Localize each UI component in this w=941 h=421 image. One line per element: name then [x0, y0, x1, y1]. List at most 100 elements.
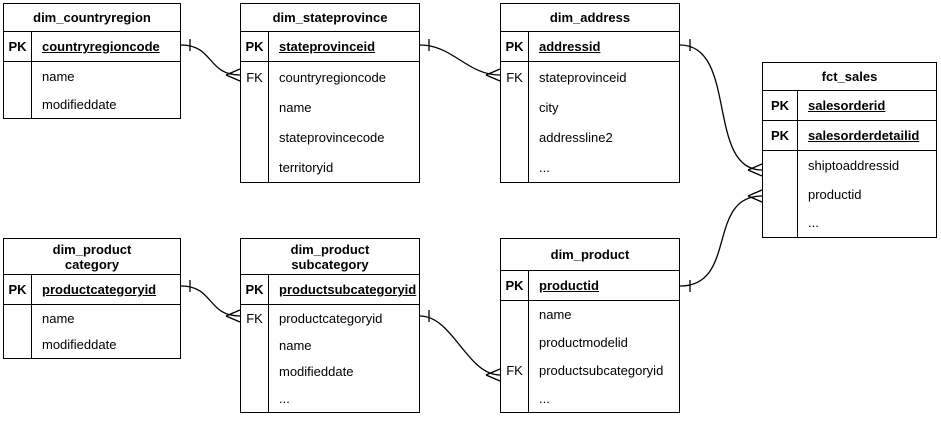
key-label: PK	[4, 275, 32, 304]
key-label	[501, 92, 529, 122]
entity-dim-address[interactable]: dim_address PK addressid FK stateprovinc…	[500, 3, 680, 183]
key-label: PK	[763, 91, 798, 120]
attr-row: addressline2	[501, 122, 679, 152]
key-label	[501, 328, 529, 357]
attr-field: stateprovincecode	[279, 129, 385, 145]
attr-row: productmodelid	[501, 328, 679, 357]
entity-dim-countryregion[interactable]: dim_countryregion PK countryregioncode n…	[3, 3, 181, 119]
attr-row: ...	[241, 385, 419, 412]
attr-row: modifieddate	[4, 90, 180, 118]
key-label	[241, 358, 269, 386]
attr-field: productmodelid	[539, 335, 628, 351]
key-label: PK	[763, 121, 798, 150]
attr-field: territoryid	[279, 159, 334, 175]
pk-row: PK addressid	[501, 32, 679, 62]
cardinality-many-crowfoot	[225, 309, 241, 323]
key-label	[241, 385, 269, 412]
entity-title: dim_product	[501, 239, 679, 271]
connector-address-fctsales[interactable]	[679, 39, 763, 177]
key-label: FK	[241, 62, 269, 92]
attr-field: city	[539, 99, 559, 115]
attr-row: ...	[501, 152, 679, 182]
attr-field: name	[42, 68, 75, 84]
attr-row: productid	[763, 179, 936, 209]
attr-field: modifieddate	[42, 96, 117, 112]
attr-row: FK productsubcategoryid	[501, 356, 679, 385]
connector-productsubcategory-product[interactable]	[419, 310, 501, 382]
attr-field: ...	[808, 215, 819, 231]
pk-row: PK salesorderid	[763, 91, 936, 121]
key-label	[241, 122, 269, 152]
attr-field: countryregioncode	[279, 69, 386, 85]
key-label: FK	[241, 305, 269, 332]
connector-product-fctsales[interactable]	[679, 189, 763, 292]
pk-row: PK productcategoryid	[4, 275, 180, 305]
attr-row: FK countryregioncode	[241, 62, 419, 92]
key-label: PK	[501, 271, 529, 300]
attr-field: stateprovinceid	[539, 69, 627, 85]
attr-field: modifieddate	[42, 337, 117, 353]
attr-row: FK productcategoryid	[241, 305, 419, 332]
connector-productcategory-productsubcategory[interactable]	[180, 280, 241, 323]
cardinality-many-crowfoot	[225, 68, 241, 82]
pk-field: salesorderdetailid	[808, 128, 920, 143]
pk-row: PK stateprovinceid	[241, 32, 419, 62]
key-label	[241, 152, 269, 182]
attr-field: productsubcategoryid	[539, 362, 664, 378]
key-label	[501, 384, 529, 412]
entity-dim-productcategory[interactable]: dim_product category PK productcategoryi…	[3, 238, 181, 359]
attr-field: name	[42, 310, 75, 326]
key-label: PK	[4, 32, 32, 61]
cardinality-many-crowfoot	[485, 368, 501, 382]
key-label	[241, 331, 269, 359]
entity-dim-stateprovince[interactable]: dim_stateprovince PK stateprovinceid FK …	[240, 3, 420, 183]
pk-field: addressid	[539, 39, 601, 54]
connector-countryregion-stateprovince[interactable]	[180, 39, 241, 82]
key-label	[241, 92, 269, 122]
attr-row: territoryid	[241, 152, 419, 182]
entity-title: fct_sales	[763, 63, 936, 91]
key-label	[4, 62, 32, 90]
key-label	[501, 152, 529, 182]
key-label	[4, 305, 32, 332]
cardinality-many-crowfoot	[747, 189, 763, 203]
entity-title: dim_product subcategory	[241, 239, 419, 275]
attr-row: ...	[501, 384, 679, 412]
key-label: FK	[501, 356, 529, 385]
attr-row: name	[4, 305, 180, 332]
attr-row: FK stateprovinceid	[501, 62, 679, 92]
pk-field: stateprovinceid	[279, 39, 376, 54]
attr-row: shiptoaddressid	[763, 151, 936, 180]
key-label: PK	[241, 275, 269, 304]
attr-field: productcategoryid	[279, 310, 383, 326]
entity-fct-sales[interactable]: fct_sales PK salesorderid PK salesorderd…	[762, 62, 937, 238]
entity-title: dim_countryregion	[4, 4, 180, 32]
key-label	[4, 331, 32, 358]
cardinality-many-crowfoot	[485, 68, 501, 82]
pk-row: PK countryregioncode	[4, 32, 180, 62]
attr-row: name	[4, 62, 180, 90]
attr-row: name	[241, 92, 419, 122]
entity-dim-productsubcategory[interactable]: dim_product subcategory PK productsubcat…	[240, 238, 420, 413]
entity-dim-product[interactable]: dim_product PK productid name productmod…	[500, 238, 680, 413]
attr-field: name	[279, 99, 312, 115]
attr-field: ...	[279, 391, 290, 407]
pk-field: productcategoryid	[42, 282, 157, 297]
key-label	[4, 90, 32, 118]
attr-row: city	[501, 92, 679, 122]
pk-field: salesorderid	[808, 98, 886, 113]
pk-field: countryregioncode	[42, 39, 160, 54]
pk-row: PK salesorderdetailid	[763, 121, 936, 151]
attr-field: name	[539, 307, 572, 323]
attr-row: ...	[763, 208, 936, 238]
attr-row: modifieddate	[4, 331, 180, 358]
connector-stateprovince-address[interactable]	[419, 39, 501, 82]
key-label	[501, 122, 529, 152]
attr-row: modifieddate	[241, 358, 419, 386]
attr-row: name	[241, 331, 419, 359]
key-label: PK	[501, 32, 529, 61]
pk-row: PK productsubcategoryid	[241, 275, 419, 305]
cardinality-many-crowfoot	[747, 163, 763, 177]
attr-field: shiptoaddressid	[808, 157, 900, 173]
